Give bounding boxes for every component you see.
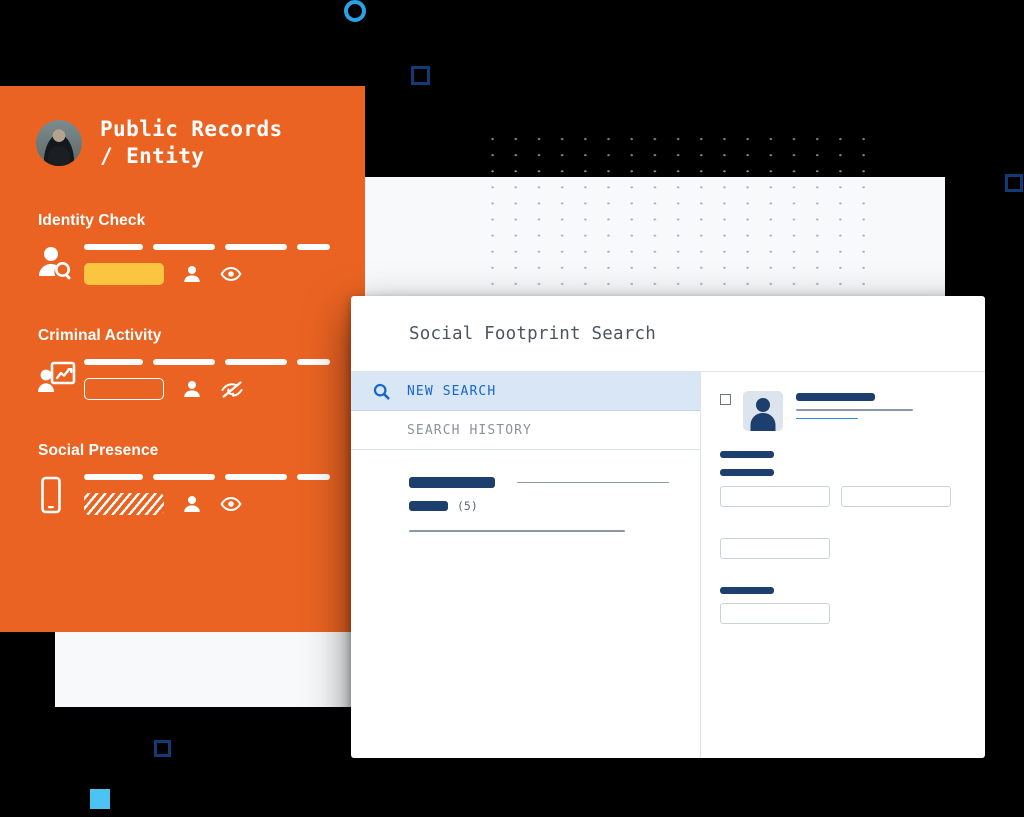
redacted-bar xyxy=(225,473,287,480)
text-input-field[interactable] xyxy=(720,538,830,559)
mobile-phone-icon xyxy=(38,474,84,514)
criminal-activity-row xyxy=(38,358,365,400)
tab-new-search[interactable]: NEW SEARCH xyxy=(351,372,700,411)
redacted-name xyxy=(796,393,875,401)
result-row-primary xyxy=(409,477,700,488)
dialog-body: NEW SEARCH SEARCH HISTORY (5) xyxy=(351,372,985,758)
section-label-identity-check: Identity Check xyxy=(38,211,146,229)
redacted-bar xyxy=(297,473,330,480)
redacted-title xyxy=(409,477,495,488)
redacted-field-label xyxy=(720,469,774,476)
section-identity-check: Identity Check xyxy=(0,212,365,285)
social-presence-row xyxy=(38,473,365,515)
redacted-bar xyxy=(297,243,330,250)
redacted-field-label xyxy=(720,587,774,594)
status-badge-outline[interactable] xyxy=(84,377,164,400)
section-label-criminal-activity: Criminal Activity xyxy=(38,326,162,344)
person-placeholder-icon xyxy=(743,391,783,431)
detail-field-group-3 xyxy=(720,587,961,624)
redacted-bar xyxy=(297,358,330,365)
section-criminal-activity: Criminal Activity xyxy=(0,327,365,400)
identity-check-row xyxy=(38,243,365,285)
redacted-bar xyxy=(84,358,143,365)
section-social-presence: Social Presence xyxy=(0,442,365,515)
tab-search-history-label: SEARCH HISTORY xyxy=(407,422,532,438)
circle-outline-cyan-decoration xyxy=(344,0,366,22)
social-presence-content xyxy=(84,473,365,515)
search-results-placeholder: (5) xyxy=(351,450,700,532)
result-count: (5) xyxy=(457,499,478,513)
detail-header-lines xyxy=(796,391,913,420)
identity-check-content xyxy=(84,243,365,285)
redacted-bars xyxy=(84,243,365,250)
detail-field-group-2 xyxy=(720,538,961,559)
dialog-title: Social Footprint Search xyxy=(409,323,656,344)
redacted-bar xyxy=(84,473,143,480)
status-badge-hatched[interactable] xyxy=(84,492,164,515)
redacted-field-label xyxy=(720,451,774,458)
select-checkbox[interactable] xyxy=(720,394,731,405)
redacted-label xyxy=(409,501,448,511)
detail-input-row xyxy=(720,486,961,507)
criminal-activity-actions xyxy=(84,377,365,400)
dialog-header: Social Footprint Search xyxy=(351,296,985,372)
person-icon[interactable] xyxy=(182,494,202,514)
redacted-line xyxy=(409,530,625,532)
detail-field-group-1 xyxy=(720,451,961,507)
tab-new-search-label: NEW SEARCH xyxy=(407,383,497,399)
person-icon[interactable] xyxy=(182,264,202,284)
text-input-field[interactable] xyxy=(720,486,830,507)
public-records-panel: Public Records / Entity Identity Check xyxy=(0,86,365,632)
redacted-link xyxy=(796,417,858,420)
square-outline-navy-right-decoration xyxy=(1005,174,1023,192)
redacted-bars xyxy=(84,358,365,365)
person-presentation-icon xyxy=(38,359,84,395)
redacted-bar xyxy=(225,358,287,365)
social-presence-actions xyxy=(84,492,365,515)
user-photo-avatar xyxy=(36,119,82,166)
redacted-bar xyxy=(153,243,215,250)
result-divider xyxy=(409,530,700,532)
identity-check-actions xyxy=(84,262,365,285)
criminal-activity-content xyxy=(84,358,365,400)
text-input-field[interactable] xyxy=(720,603,830,624)
redacted-bars xyxy=(84,473,365,480)
search-icon xyxy=(373,383,392,400)
square-outline-navy-top-decoration xyxy=(411,66,430,85)
eye-icon[interactable] xyxy=(220,494,242,514)
square-outline-navy-bottom-decoration xyxy=(154,740,171,757)
eye-off-icon[interactable] xyxy=(220,379,243,399)
redacted-bar xyxy=(225,243,287,250)
result-row-count: (5) xyxy=(409,499,700,513)
dialog-left-column: NEW SEARCH SEARCH HISTORY (5) xyxy=(351,372,701,758)
redacted-line xyxy=(517,481,669,484)
social-footprint-search-dialog: Social Footprint Search NEW SEARCH S xyxy=(351,296,985,758)
section-label-social-presence: Social Presence xyxy=(38,441,159,459)
square-solid-cyan-decoration xyxy=(90,789,110,809)
text-input-field[interactable] xyxy=(841,486,951,507)
person-search-icon xyxy=(38,244,84,280)
dialog-right-column xyxy=(701,372,985,758)
panel-header: Public Records / Entity xyxy=(0,86,365,170)
redacted-bar xyxy=(84,243,143,250)
person-icon[interactable] xyxy=(182,379,202,399)
detail-header xyxy=(720,391,961,431)
redacted-bar xyxy=(153,473,215,480)
status-badge-yellow[interactable] xyxy=(84,262,164,285)
tab-search-history[interactable]: SEARCH HISTORY xyxy=(351,411,700,450)
redacted-bar xyxy=(153,358,215,365)
redacted-line xyxy=(796,409,913,411)
page-title: Public Records / Entity xyxy=(100,117,283,168)
eye-icon[interactable] xyxy=(220,264,242,284)
